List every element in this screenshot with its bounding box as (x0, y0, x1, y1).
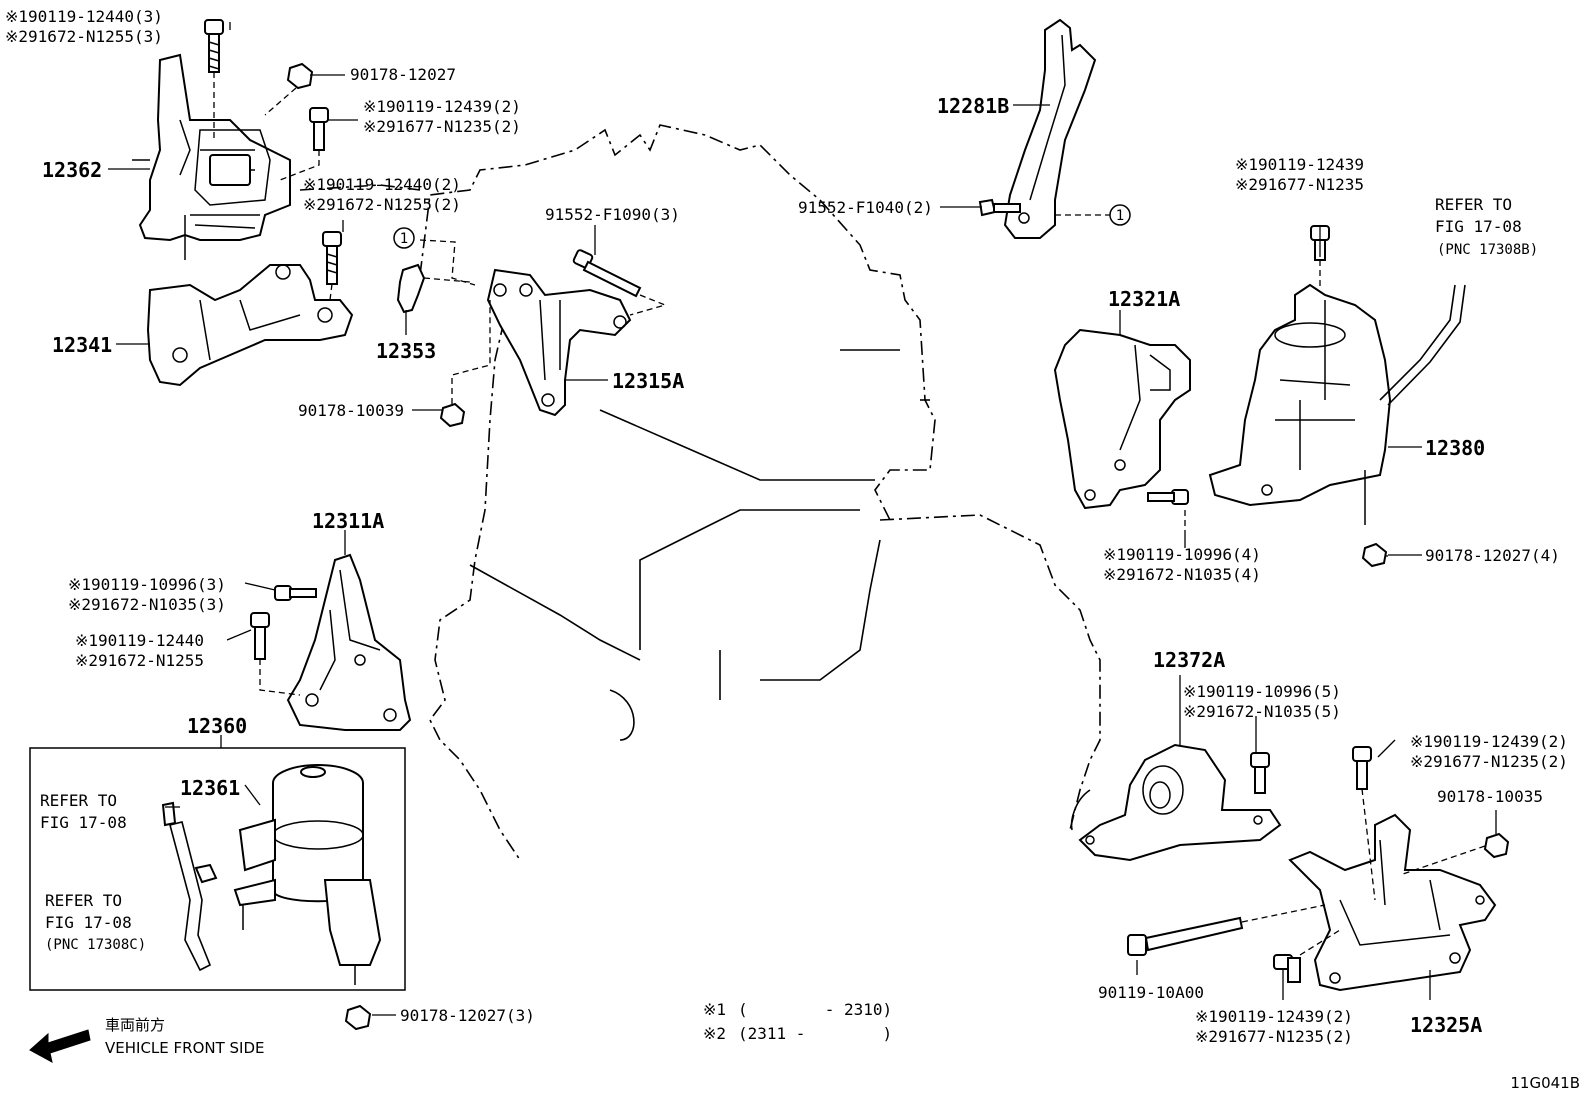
fastener-label: ※291672-N1035(3) (68, 595, 226, 614)
reference-text: (PNC 17308C) (45, 937, 146, 953)
reference-text: FIG 17-08 (45, 913, 132, 932)
fastener-label: ※291677-N1235(2) (1410, 752, 1568, 771)
reference-text: REFER TO (1435, 195, 1512, 214)
svg-text:1: 1 (400, 231, 408, 247)
bolt-icon (1273, 954, 1301, 983)
reference-text: FIG 17-08 (1435, 217, 1522, 236)
date-note-mark: ※2 (703, 1024, 726, 1043)
fastener-label: ※190119-10996(5) (1183, 682, 1341, 701)
part-label-12315A: 12315A (612, 369, 684, 393)
date-note-mark: ※1 (703, 1000, 726, 1019)
fastener-label: ※190119-12439 (1235, 155, 1364, 174)
mount-12362 (132, 53, 291, 260)
fastener-label: 90178-10035 (1437, 787, 1543, 806)
reference-text: REFER TO (45, 891, 122, 910)
bolt-icon (204, 19, 224, 73)
fastener-label: 90178-12027(3) (400, 1006, 535, 1025)
direction-label-jp: 車両前方 (105, 1016, 165, 1034)
part-12353 (396, 263, 426, 314)
fastener-label: ※190119-12439(2) (1410, 732, 1568, 751)
bolt-icon (1250, 752, 1270, 794)
part-label-12341: 12341 (52, 333, 112, 357)
kit-12360-box (29, 747, 406, 991)
bolt-icon (572, 249, 642, 298)
fastener-label: ※190119-12440 (75, 631, 204, 650)
fastener-label: ※190119-12440(2) (303, 175, 461, 194)
date-notes: ※1 ( - 2310) ※2 (2311 - ) (703, 1000, 892, 1043)
fastener-label: ※190119-10996(4) (1103, 545, 1261, 564)
reference-text: (PNC 17308B) (1437, 242, 1538, 258)
bracket-12341 (146, 264, 354, 387)
part-label-12325A: 12325A (1410, 1013, 1482, 1037)
part-label-12353: 12353 (376, 339, 436, 363)
leader-lines (108, 22, 1497, 1016)
fastener-label: 90178-12027 (350, 65, 456, 84)
arrow-left-icon (29, 1029, 91, 1063)
fastener-label: ※291677-N1235 (1235, 175, 1364, 194)
fastener-label: ※291672-N1255 (75, 651, 204, 670)
engine-outline (299, 124, 1101, 861)
bracket-12311A (286, 553, 412, 731)
fastener-label: 91552-F1040(2) (798, 198, 933, 217)
callout-1: 1 (1109, 204, 1131, 226)
vehicle-front-indicator: 車両前方 VEHICLE FRONT SIDE (29, 1016, 265, 1063)
fastener-label: 90119-10A00 (1098, 983, 1204, 1002)
callout-1: 1 (393, 227, 415, 249)
fastener-label: 90178-12027(4) (1425, 546, 1560, 565)
reference-text: FIG 17-08 (40, 813, 127, 832)
fastener-label: ※291672-N1255(2) (303, 195, 461, 214)
fastener-label: ※190119-10996(3) (68, 575, 226, 594)
nut-icon (1483, 832, 1510, 859)
bracket-12315A (486, 268, 632, 417)
bolt-icon (250, 612, 270, 660)
bolt-icon (1147, 489, 1189, 505)
bracket-12281B (1003, 18, 1097, 239)
labels: ※190119-12440(3) ※291672-N1255(3) 90178-… (5, 7, 1568, 1046)
bolt-icon (309, 107, 329, 151)
bolt-icon (978, 198, 1021, 217)
fastener-label: ※291677-N1235(2) (1195, 1027, 1353, 1046)
fastener-label: ※190119-12439(2) (1195, 1007, 1353, 1026)
fastener-label: ※291672-N1035(4) (1103, 565, 1261, 584)
bolt-icon (322, 231, 342, 285)
part-label-12362: 12362 (42, 158, 102, 182)
date-note-range: (2311 - ) (738, 1024, 892, 1043)
fastener-label: ※190119-12440(3) (5, 7, 163, 26)
part-label-12321A: 12321A (1108, 287, 1180, 311)
part-label-12361: 12361 (180, 776, 240, 800)
part-label-12372A: 12372A (1153, 648, 1225, 672)
nut-icon (1361, 542, 1388, 568)
direction-label-en: VEHICLE FRONT SIDE (105, 1039, 265, 1057)
fastener-label: 90178-10039 (298, 401, 404, 420)
nut-icon (344, 1004, 372, 1031)
reference-text: REFER TO (40, 791, 117, 810)
part-label-12281B: 12281B (937, 94, 1009, 118)
date-note-range: ( - 2310) (738, 1000, 892, 1019)
part-label-12360: 12360 (187, 714, 247, 738)
mount-12372A (1078, 743, 1282, 862)
bolt-icon (1352, 746, 1372, 790)
mount-12380 (1208, 283, 1392, 525)
part-label-12311A: 12311A (312, 509, 384, 533)
diagram-id: 11G041B (1510, 1074, 1580, 1092)
fastener-label: ※291672-N1255(3) (5, 27, 163, 46)
fastener-label: ※190119-12439(2) (363, 97, 521, 116)
fastener-label: ※291677-N1235(2) (363, 117, 521, 136)
nut-icon (439, 402, 466, 428)
svg-text:1: 1 (1116, 208, 1124, 224)
part-label-12380: 12380 (1425, 436, 1485, 460)
bolt-icon (1127, 916, 1244, 956)
nut-icon (286, 62, 314, 90)
fastener-label: ※291672-N1035(5) (1183, 702, 1341, 721)
fastener-label: 91552-F1090(3) (545, 205, 680, 224)
bracket-12321A (1053, 328, 1191, 510)
bolt-icon (274, 585, 317, 601)
bracket-12325A (1288, 813, 1497, 992)
